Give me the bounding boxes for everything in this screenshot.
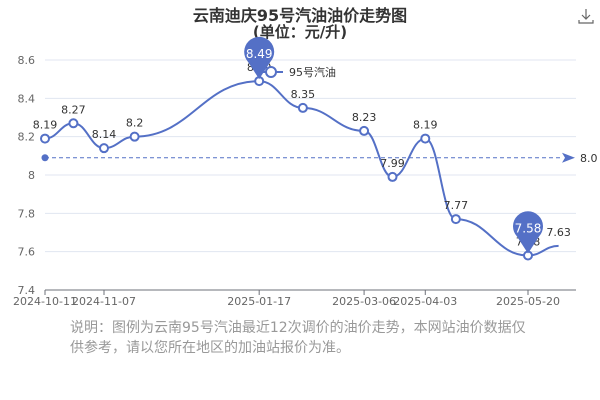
- footnote: 说明：图例为云南95号汽油最近12次调价的油价走势，本网站油价数据仅供参考，请以…: [70, 320, 526, 356]
- data-label: 8.19: [413, 119, 438, 132]
- y-tick-label: 8.6: [18, 54, 36, 67]
- average-line: 8.0: [41, 152, 598, 165]
- data-point[interactable]: [420, 133, 431, 144]
- data-point[interactable]: [359, 125, 370, 136]
- max-pin-label: 8.49: [246, 47, 273, 61]
- y-tick-label: 7.4: [18, 284, 36, 297]
- download-icon[interactable]: [578, 8, 594, 24]
- legend-marker: [265, 66, 277, 78]
- data-point[interactable]: [68, 118, 79, 129]
- data-label: 8.27: [61, 103, 86, 116]
- data-label: 7.77: [444, 199, 469, 212]
- y-tick-label: 7.8: [18, 207, 36, 220]
- legend[interactable]: 95号汽油: [259, 65, 336, 79]
- x-tick-label: 2025-04-03: [393, 295, 457, 308]
- data-point[interactable]: [40, 133, 50, 144]
- legend-label: 95号汽油: [289, 65, 336, 79]
- y-tick-label: 7.6: [18, 246, 36, 259]
- max-pin: [244, 36, 275, 80]
- min-pin-label: 7.58: [515, 222, 542, 236]
- data-point[interactable]: [129, 131, 140, 142]
- data-point[interactable]: [387, 171, 398, 182]
- average-line-label: 8.0: [580, 152, 598, 165]
- y-tick-label: 8.2: [18, 131, 36, 144]
- x-tick-label: 2025-03-06: [332, 295, 396, 308]
- data-point[interactable]: [450, 214, 461, 225]
- x-tick-label: 2024-10-11: [13, 295, 77, 308]
- data-labels: 8.198.278.148.28.498.358.237.998.197.777…: [33, 61, 571, 248]
- data-label: 7.99: [380, 157, 405, 170]
- data-point[interactable]: [297, 102, 308, 113]
- x-tick-label: 2025-05-20: [496, 295, 560, 308]
- data-label: 7.63: [546, 226, 571, 239]
- x-tick-label: 2025-01-17: [227, 295, 291, 308]
- series-95: [40, 76, 559, 261]
- data-label: 8.14: [92, 128, 117, 141]
- y-tick-label: 8: [28, 169, 35, 182]
- data-point[interactable]: [99, 143, 110, 154]
- chart-title: 云南迪庆95号汽油油价走势图: [193, 6, 407, 25]
- extreme-pins: 8.49 7.58: [244, 36, 544, 254]
- min-pin: [513, 211, 544, 254]
- average-line-arrow: [562, 152, 575, 163]
- data-label: 8.23: [352, 111, 377, 124]
- x-tick-label: 2024-11-07: [72, 295, 136, 308]
- data-label: 8.35: [291, 88, 316, 101]
- data-label: 8.2: [126, 117, 144, 130]
- grid: 7.4 7.6 7.8 8 8.2 8.4 8.6: [18, 54, 576, 297]
- data-label: 8.19: [33, 119, 58, 132]
- y-tick-label: 8.4: [18, 92, 36, 105]
- chart-subtitle: (单位：元/升): [253, 23, 347, 41]
